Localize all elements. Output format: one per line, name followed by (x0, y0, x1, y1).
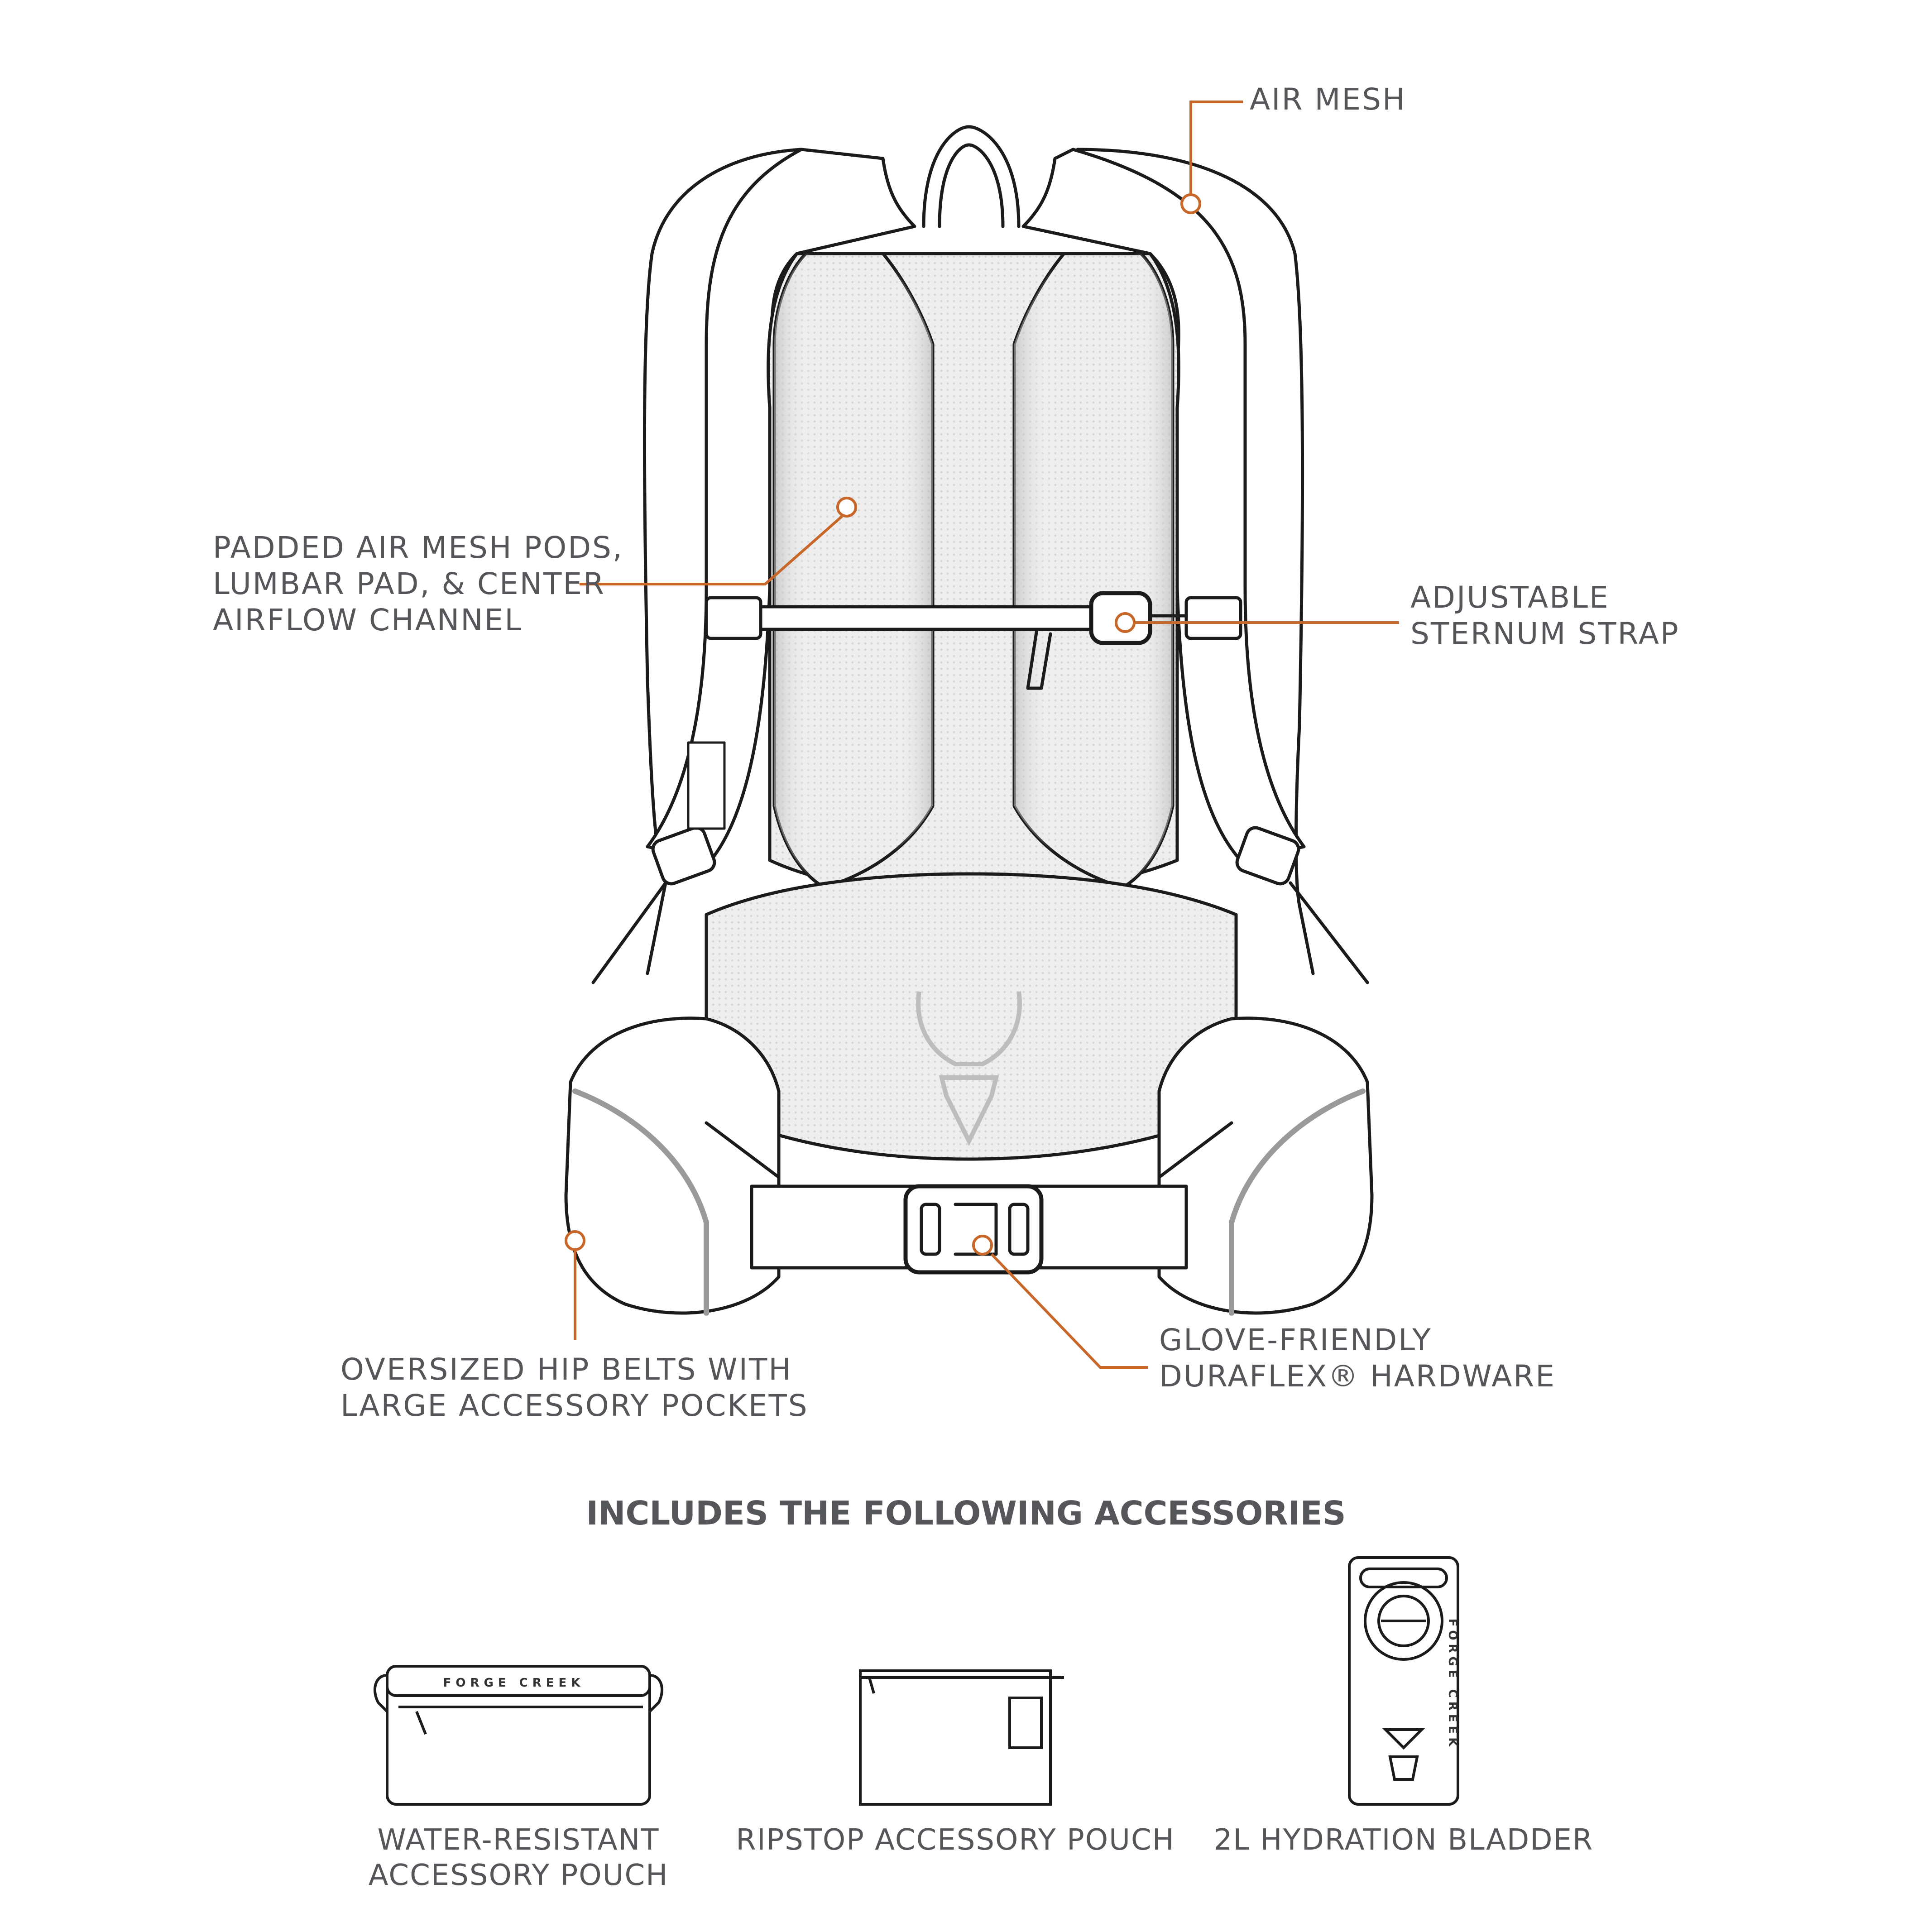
lumbar-pad (705, 872, 1238, 1161)
hip-belt-marker (565, 1230, 585, 1251)
callout-hip-belts: OVERSIZED HIP BELTS WITH LARGE ACCESSORY… (340, 1352, 809, 1423)
air-mesh-marker (1180, 193, 1201, 214)
padded-pods-marker (836, 497, 857, 518)
accessory-label-water-resistant: WATER-RESISTANT ACCESSORY POUCH (368, 1823, 669, 1892)
callout-hardware: GLOVE-FRIENDLY DURAFLEX® HARDWARE (1159, 1323, 1556, 1394)
water-resistant-pouch-icon (373, 1665, 664, 1806)
grab-handle (922, 125, 1021, 228)
accessory-label-bladder: 2L HYDRATION BLADDER (1213, 1823, 1594, 1857)
emboss-logo-icon (916, 991, 1022, 1146)
callout-padded-pods: PADDED AIR MESH PODS, LUMBAR PAD, & CENT… (213, 530, 623, 638)
pack-body-left (642, 148, 803, 975)
hydration-bladder-icon (1348, 1556, 1459, 1806)
accessory-label-ripstop: RIPSTOP ACCESSORY POUCH (736, 1823, 1175, 1857)
callout-air-mesh: AIR MESH (1250, 82, 1406, 117)
pack-body-right (1076, 148, 1315, 975)
hip-buckle (903, 1184, 1044, 1275)
callout-sternum-strap: ADJUSTABLE STERNUM STRAP (1410, 580, 1680, 651)
brand-text-bladder: FORGE CREEK (1446, 1619, 1459, 1750)
hip-belt-left (564, 1016, 781, 1315)
sternum-strap (705, 605, 1125, 631)
sternum-strap-marker (1115, 612, 1136, 633)
ripstop-pouch-icon (859, 1669, 1064, 1806)
hardware-marker (972, 1235, 993, 1256)
hip-belt-right (1157, 1016, 1374, 1315)
accessories-heading: INCLUDES THE FOLLOWING ACCESSORIES (586, 1494, 1346, 1532)
brand-text-pouch: FORGE CREEK (443, 1676, 585, 1690)
